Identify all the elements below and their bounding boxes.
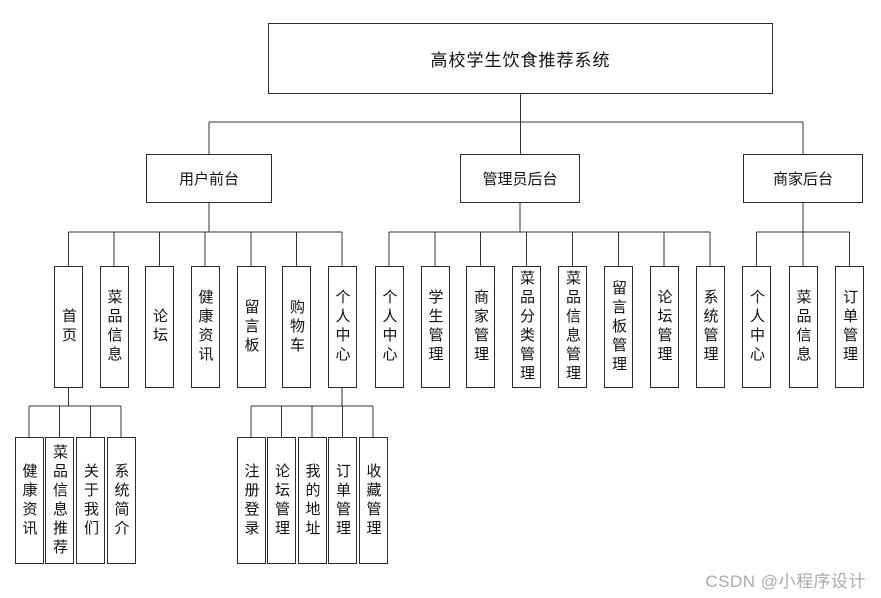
node-label: 论坛 xyxy=(151,308,168,346)
node-admin-system-mgmt: 系统管理 xyxy=(695,266,725,388)
node-home-about-us: 关于我们 xyxy=(76,437,105,564)
node-admin-dish-info-mgmt: 菜品信息管理 xyxy=(558,266,587,388)
node-merchant-dish-info: 菜品信息 xyxy=(788,266,818,388)
node-user-forum: 论坛 xyxy=(145,266,174,388)
node-label: 论坛管理 xyxy=(273,462,290,539)
node-personal-my-address: 我的地址 xyxy=(297,437,327,564)
node-label: 留言板 xyxy=(242,298,260,356)
node-label: 系统管理 xyxy=(701,289,719,365)
node-user-front: 用户前台 xyxy=(146,154,272,203)
node-label: 首页 xyxy=(60,308,77,346)
node-admin-dish-category-mgmt: 菜品分类管理 xyxy=(512,266,541,388)
node-label: 菜品分类管理 xyxy=(518,270,535,384)
node-label: 菜品信息 xyxy=(105,289,123,365)
node-label: 注册登录 xyxy=(242,462,260,539)
node-personal-register-login: 注册登录 xyxy=(236,437,266,564)
node-label: 个人中心 xyxy=(333,289,351,365)
node-admin-personal-center: 个人中心 xyxy=(374,266,404,388)
node-label: 关于我们 xyxy=(82,462,99,539)
node-admin-merchant-mgmt: 商家管理 xyxy=(466,266,495,388)
node-home-dish-recommend: 菜品信息推荐 xyxy=(45,437,74,564)
node-admin-back: 管理员后台 xyxy=(460,154,580,203)
node-label: 菜品信息管理 xyxy=(564,270,581,384)
node-label: 用户前台 xyxy=(178,171,239,188)
node-merchant-order-mgmt: 订单管理 xyxy=(835,266,864,388)
node-label: 菜品信息推荐 xyxy=(51,443,68,558)
node-label: 订单管理 xyxy=(841,289,858,365)
node-label: 商家后台 xyxy=(772,171,833,188)
node-home-health-news: 健康资讯 xyxy=(14,437,44,564)
node-label: 收藏管理 xyxy=(364,462,382,539)
node-label: 个人中心 xyxy=(748,289,765,365)
node-user-health-news: 健康资讯 xyxy=(190,266,220,388)
node-label: 个人中心 xyxy=(380,289,398,365)
node-label: 我的地址 xyxy=(303,462,321,539)
node-label: 菜品信息 xyxy=(794,289,812,365)
node-user-home: 首页 xyxy=(54,266,83,388)
node-root-system-title: 高校学生饮食推荐系统 xyxy=(268,23,773,94)
root-label: 高校学生饮食推荐系统 xyxy=(430,51,611,70)
node-home-system-intro: 系统简介 xyxy=(106,437,136,564)
node-user-message-board: 留言板 xyxy=(236,266,266,388)
node-admin-message-board-mgmt: 留言板管理 xyxy=(604,266,633,388)
node-label: 健康资讯 xyxy=(20,462,38,539)
node-admin-student-mgmt: 学生管理 xyxy=(420,266,450,388)
node-label: 订单管理 xyxy=(334,462,351,539)
node-user-personal-center: 个人中心 xyxy=(327,266,357,388)
node-personal-forum-mgmt: 论坛管理 xyxy=(267,437,296,564)
node-label: 论坛管理 xyxy=(655,289,673,365)
node-label: 健康资讯 xyxy=(196,289,214,365)
node-label: 购物车 xyxy=(288,298,305,356)
node-user-dish-info: 菜品信息 xyxy=(99,266,129,388)
node-label: 留言板管理 xyxy=(610,279,627,375)
node-personal-order-mgmt: 订单管理 xyxy=(328,437,357,564)
node-user-shopping-cart: 购物车 xyxy=(282,266,311,388)
node-label: 商家管理 xyxy=(472,289,489,365)
node-label: 系统简介 xyxy=(112,462,130,539)
node-merchant-back: 商家后台 xyxy=(743,154,863,203)
node-admin-forum-mgmt: 论坛管理 xyxy=(649,266,679,388)
csdn-watermark: CSDN @小程序设计 xyxy=(705,572,866,591)
node-personal-favorites-mgmt: 收藏管理 xyxy=(358,437,388,564)
node-label: 管理员后台 xyxy=(482,171,558,188)
node-label: 学生管理 xyxy=(426,289,444,365)
node-merchant-personal-center: 个人中心 xyxy=(742,266,771,388)
